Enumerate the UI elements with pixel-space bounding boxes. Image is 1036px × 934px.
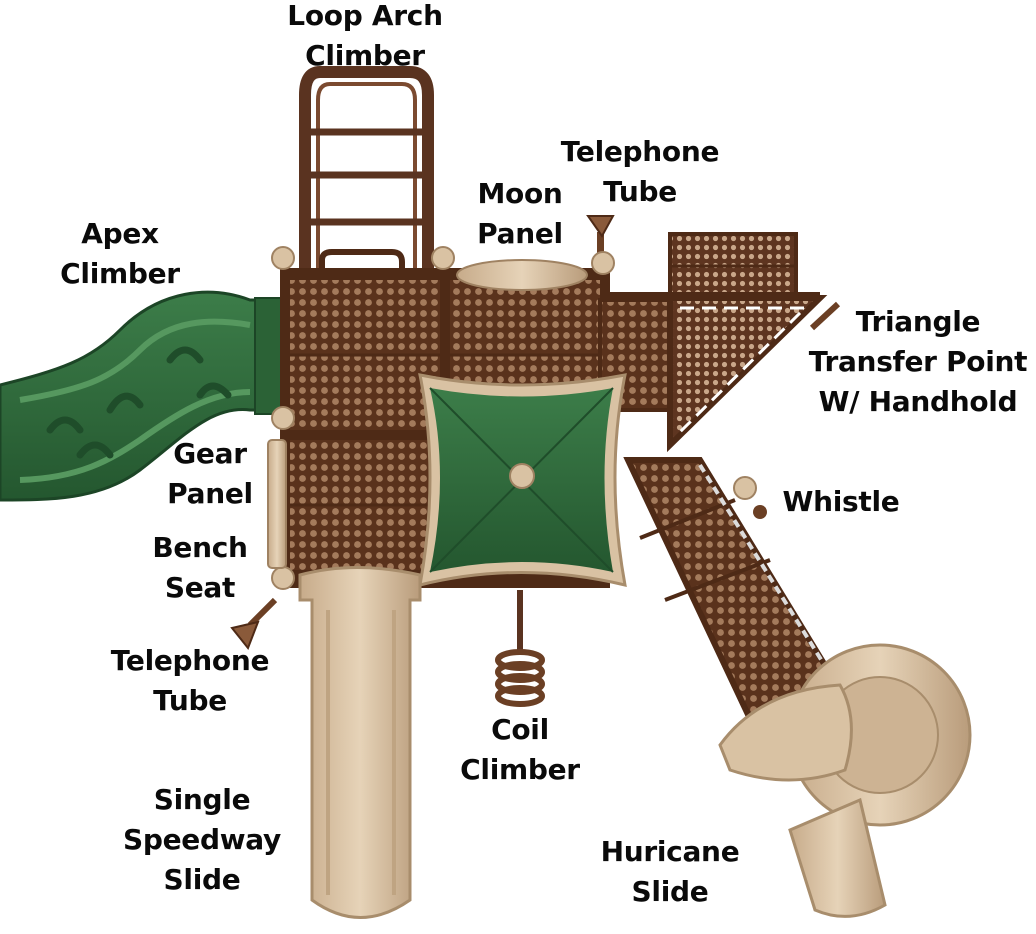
whistle-graphic bbox=[753, 505, 767, 519]
label-whistle: Whistle bbox=[776, 482, 906, 522]
label-line: W/ Handhold bbox=[818, 385, 1018, 418]
coil-climber-graphic bbox=[495, 590, 545, 707]
label-gear-panel: Gear Panel bbox=[150, 434, 270, 514]
label-line: Telephone bbox=[560, 135, 720, 168]
label-loop-arch-climber: Loop Arch Climber bbox=[270, 0, 460, 76]
post-caps bbox=[271, 246, 757, 590]
label-line: Slide bbox=[163, 863, 241, 896]
label-line: Coil bbox=[491, 713, 549, 746]
label-coil-climber: Coil Climber bbox=[445, 710, 595, 790]
gear-panel-graphic bbox=[267, 439, 287, 569]
label-line: Loop Arch bbox=[287, 0, 443, 32]
canopy-roof-graphic bbox=[418, 373, 627, 588]
label-telephone-tube-top: Telephone Tube bbox=[540, 132, 740, 212]
single-speedway-slide-graphic bbox=[298, 566, 422, 919]
label-line: Moon bbox=[477, 177, 563, 210]
apex-climber-graphic bbox=[0, 290, 288, 502]
label-line: Transfer Point bbox=[808, 345, 1028, 378]
label-apex-climber: Apex Climber bbox=[40, 214, 200, 294]
label-line: Tube bbox=[153, 684, 227, 717]
label-bench-seat: Bench Seat bbox=[140, 528, 260, 608]
label-line: Bench bbox=[152, 531, 248, 564]
label-line: Seat bbox=[164, 571, 236, 604]
label-line: Climber bbox=[60, 257, 180, 290]
label-line: Whistle bbox=[782, 485, 900, 518]
label-single-speedway-slide: Single Speedway Slide bbox=[102, 780, 302, 900]
label-line: Single bbox=[153, 783, 251, 816]
label-line: Panel bbox=[167, 477, 253, 510]
huricane-slide-graphic bbox=[623, 457, 972, 918]
label-line: Gear bbox=[173, 437, 247, 470]
label-line: Climber bbox=[305, 39, 425, 72]
moon-panel-graphic bbox=[456, 259, 588, 291]
label-line: Apex bbox=[81, 217, 159, 250]
label-line: Slide bbox=[631, 875, 709, 908]
label-line: Speedway bbox=[123, 823, 281, 856]
label-line: Panel bbox=[477, 217, 563, 250]
label-line: Climber bbox=[460, 753, 580, 786]
label-line: Telephone bbox=[110, 644, 270, 677]
label-triangle-transfer-point: Triangle Transfer Point W/ Handhold bbox=[800, 302, 1036, 422]
label-moon-panel: Moon Panel bbox=[460, 174, 580, 254]
telephone-tube-top-graphic bbox=[586, 215, 615, 262]
label-line: Huricane bbox=[600, 835, 740, 868]
loop-arch-climber-graphic bbox=[299, 66, 434, 276]
triangle-transfer-point-graphic bbox=[598, 232, 841, 453]
telephone-tube-bottom-graphic bbox=[230, 597, 278, 650]
label-line: Tube bbox=[603, 175, 677, 208]
label-line: Triangle bbox=[855, 305, 981, 338]
label-huricane-slide: Huricane Slide bbox=[580, 832, 760, 912]
label-telephone-tube-bottom: Telephone Tube bbox=[92, 641, 288, 721]
